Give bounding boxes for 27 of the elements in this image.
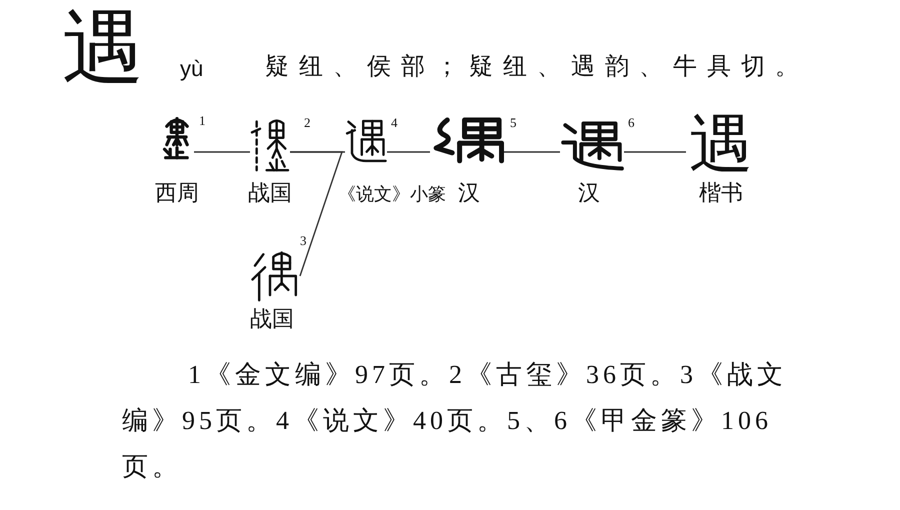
ancient-glyph-drawing bbox=[345, 118, 387, 164]
period-label: 《说文》小篆 bbox=[338, 185, 446, 203]
pronunciation-text: 疑纽、侯部；疑纽、遇韵、牛具切。 bbox=[265, 55, 809, 79]
connector-line bbox=[504, 151, 560, 153]
footnote-number: 2 bbox=[304, 116, 310, 129]
ancient-glyph-drawing bbox=[250, 118, 290, 172]
footnote-paragraph: 1《金文编》97页。2《古玺》36页。3《战文编》95页。4《说文》40页。5、6《甲金篆》106页。 bbox=[122, 359, 788, 483]
period-label: 汉 bbox=[578, 182, 600, 204]
footnote-number: 6 bbox=[628, 116, 634, 129]
connector-line bbox=[624, 151, 686, 153]
connector-line bbox=[290, 151, 343, 276]
regular-script-character: 遇 bbox=[686, 112, 756, 178]
footnote-number: 1 bbox=[199, 114, 206, 127]
connector-line bbox=[194, 151, 250, 153]
period-label: 战国 bbox=[248, 182, 292, 204]
period-label: 西周 bbox=[155, 182, 199, 204]
footnote-number: 5 bbox=[510, 116, 516, 129]
connector-line bbox=[387, 151, 430, 153]
footnote-number: 3 bbox=[300, 234, 306, 247]
period-label: 战国 bbox=[250, 308, 294, 330]
headword-character: 遇 bbox=[62, 8, 144, 90]
footnote-number: 4 bbox=[391, 116, 398, 129]
period-label: 楷书 bbox=[699, 182, 743, 204]
ancient-glyph-drawing bbox=[560, 120, 624, 172]
ancient-glyph-drawing bbox=[250, 250, 300, 302]
period-label: 汉 bbox=[458, 182, 480, 204]
pinyin-text: yù bbox=[180, 58, 204, 80]
